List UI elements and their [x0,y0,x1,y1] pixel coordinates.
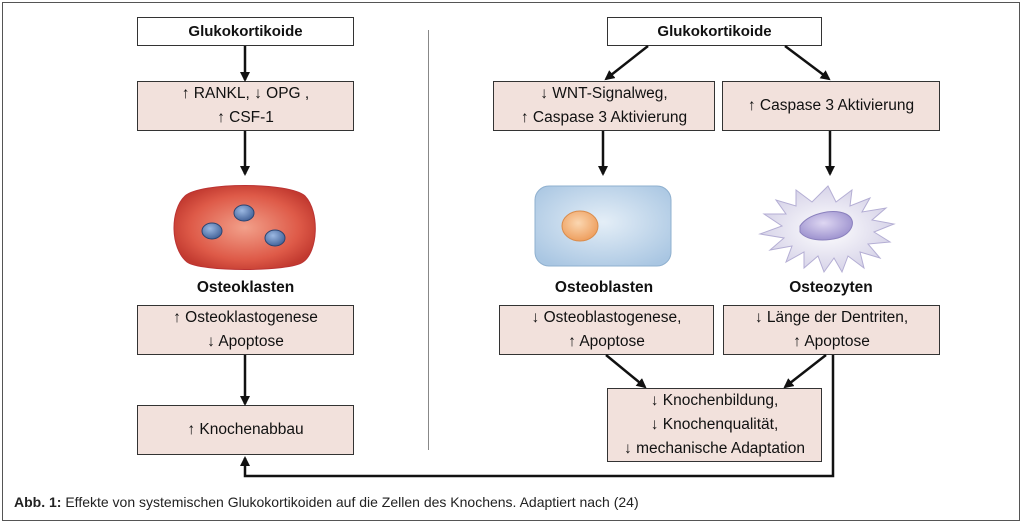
osteoblastogenese-line2: ↑ Apoptose [568,333,645,350]
osteoklasten-label: Osteoklasten [196,279,295,296]
caption-text: Effekte von systemischen Glukokortikoide… [61,494,639,510]
dentriten-box: ↓ Länge der Dentriten, ↑ Apoptose [723,305,940,355]
osteoklastogenese-box: ↑ Osteoklastogenese ↓ Apoptose [137,305,354,355]
osteoblasten-label: Osteoblasten [554,279,654,296]
osteocyte-cell-icon [758,185,896,274]
osteoklastogenese-line1: ↑ Osteoklastogenese [173,309,318,326]
dentriten-line1: ↓ Länge der Dentriten, [754,309,909,326]
osteoblast-cell-icon [534,185,672,267]
wnt-caspase-box: ↓ WNT-Signalweg, ↑ Caspase 3 Aktivierung [493,81,715,131]
rankl-opg-line1: ↑ RANKL, ↓ OPG , [181,85,310,102]
dentriten-line2: ↑ Apoptose [793,333,870,350]
caption-prefix: Abb. 1: [14,494,62,510]
caspase-box: ↑ Caspase 3 Aktivierung [722,81,940,131]
arrow-feedback [240,355,835,478]
left-glukokortikoide-box: Glukokortikoide [137,17,354,46]
osteoblastogenese-box: ↓ Osteoblastogenese, ↑ Apoptose [499,305,714,355]
rankl-opg-line2: ↑ CSF-1 [217,109,274,126]
knochenabbau-box: ↑ Knochenabbau [137,405,354,455]
right-glukokortikoide-box: Glukokortikoide [607,17,822,46]
knochenbildung-line1: ↓ Knochenbildung, [650,392,779,409]
knochenbildung-box: ↓ Knochenbildung, ↓ Knochenqualität, ↓ m… [607,388,822,462]
osteozyten-label: Osteozyten [789,279,873,296]
arrow-right-b [784,45,831,81]
osteoclast-cell-icon [173,185,316,270]
figure-caption: Abb. 1: Effekte von systemischen Glukoko… [14,494,639,510]
arrow-right-a [604,45,649,81]
right-glukokortikoide-label: Glukokortikoide [657,22,772,40]
knochenbildung-line3: ↓ mechanische Adaptation [624,440,805,457]
wnt-line2: ↑ Caspase 3 Aktivierung [520,109,688,126]
arrow-right-f [783,354,827,389]
wnt-line1: ↓ WNT-Signalweg, [540,85,668,102]
left-glukokortikoide-label: Glukokortikoide [188,22,303,40]
osteoklastogenese-line2: ↓ Apoptose [207,333,284,350]
knochenbildung-line2: ↓ Knochenqualität, [650,416,779,433]
caspase-line1: ↑ Caspase 3 Aktivierung [747,97,915,114]
column-divider [428,30,429,450]
arrow-right-e [605,354,647,389]
rankl-opg-box: ↑ RANKL, ↓ OPG , ↑ CSF-1 [137,81,354,131]
osteoblastogenese-line1: ↓ Osteoblastogenese, [531,309,682,326]
knochenabbau-line1: ↑ Knochenabbau [187,421,304,438]
